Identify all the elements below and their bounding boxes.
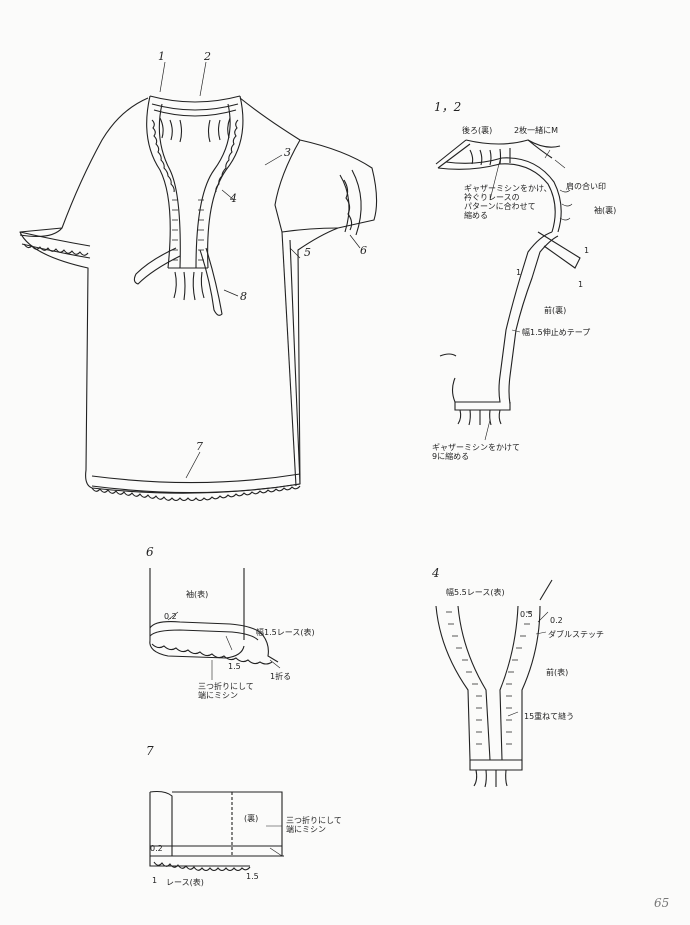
label-sleeve-ura: 袖(裏) (594, 206, 617, 215)
callout-1: 1 (158, 50, 165, 63)
label-tape: 幅1.5伸止めテープ (522, 328, 591, 337)
label-front-ura: 前(裏) (544, 306, 567, 315)
diagram-hem (149, 790, 284, 872)
label-0-2-c: 0.2 (150, 844, 163, 853)
label-gather-note: ギャザーミシンをかけ、 衿ぐりレースの パターンに合わせて 縮める (464, 184, 552, 220)
section-title-6: 6 (146, 545, 154, 559)
label-1a: 1 (584, 246, 590, 255)
section-title-4: 4 (432, 566, 440, 580)
label-two-layers: 2枚一緒にM (514, 126, 558, 135)
label-overlap-15: 15重ねて縫う (524, 712, 575, 721)
callout-6: 6 (360, 244, 367, 257)
diagram-cuff (149, 568, 281, 680)
diagram-v-lace (435, 579, 553, 788)
label-double-stitch: ダブルステッチ (548, 630, 604, 639)
label-0-5: 0.5 (520, 610, 533, 619)
callout-8: 8 (240, 290, 247, 303)
callout-7: 7 (196, 440, 203, 453)
page-number: 65 (654, 896, 670, 910)
label-sleeve-omote: 袖(表) (186, 590, 209, 599)
label-1-d: 1 (152, 876, 158, 885)
label-1b: 1 (578, 280, 584, 289)
callout-3: 3 (284, 146, 291, 159)
label-1-5: 1.5 (228, 662, 241, 671)
section-title-1-2: 1，2 (434, 100, 462, 114)
label-0-2-b: 0.2 (550, 616, 563, 625)
section-title-7: 7 (146, 744, 154, 758)
label-three-fold-7: 三つ折りにして 端にミシン (286, 816, 342, 834)
label-lace-1-5: 幅1.5レース(表) (256, 628, 315, 637)
callout-5: 5 (304, 246, 311, 259)
callout-4: 4 (230, 192, 237, 205)
label-1c: 1 (516, 268, 522, 277)
label-gather-9: ギャザーミシンをかけて 9に縮める (432, 443, 520, 461)
label-ura: (裏) (244, 814, 259, 823)
label-three-fold: 三つ折りにして 端にミシン (198, 682, 254, 700)
label-lace-5-5: 幅5.5レース(表) (446, 588, 505, 597)
label-back: 後ろ(裏) (462, 126, 493, 135)
label-front-omote: 前(表) (546, 668, 569, 677)
label-fold-1: 1折る (270, 672, 292, 681)
label-1-5-b: 1.5 (246, 872, 259, 881)
label-0-2: 0.2 (164, 612, 177, 621)
dress-illustration (19, 61, 378, 502)
label-shoulder-mark: 肩の合い印 (566, 182, 606, 191)
diagram-neckline (435, 139, 581, 441)
label-lace-omote: レース(表) (166, 878, 204, 887)
callout-2: 2 (204, 50, 211, 63)
